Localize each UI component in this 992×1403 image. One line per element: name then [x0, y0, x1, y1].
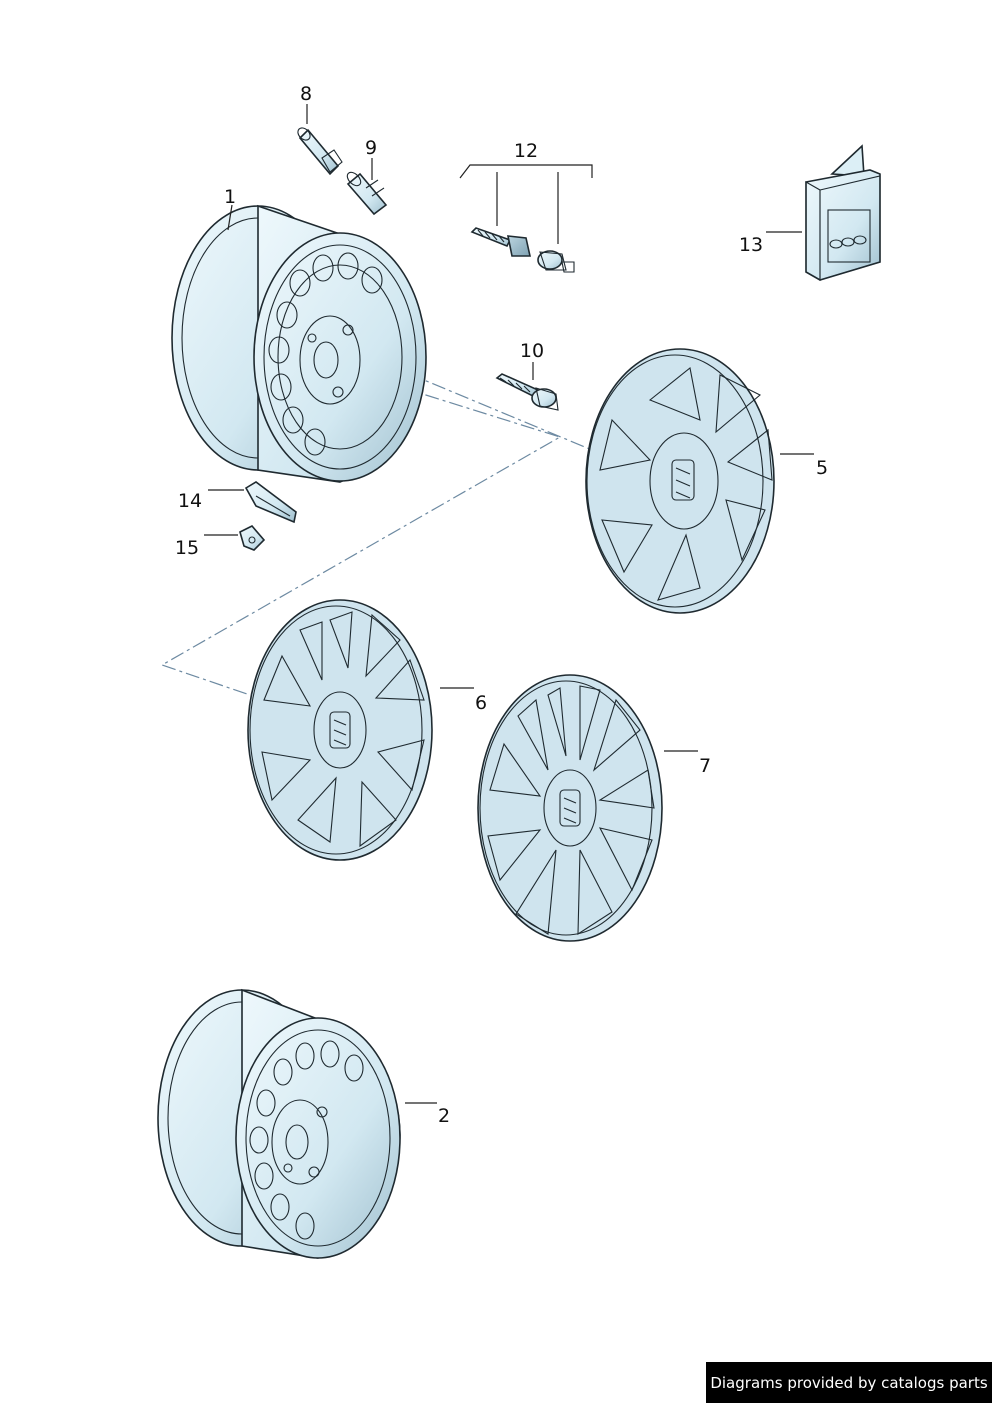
callout-5: 5	[816, 457, 828, 479]
callout-15: 15	[175, 537, 199, 559]
valve-part-8	[297, 127, 343, 176]
callout-1: 1	[224, 186, 236, 208]
callout-6: 6	[475, 692, 487, 714]
hubcap-part-5	[585, 348, 775, 614]
bolt-and-nut-part-12	[470, 227, 575, 273]
clip-weight-part-15	[239, 525, 266, 551]
steel-wheel-part-1	[171, 204, 427, 483]
callout-numbers: 8 9 1 12 13 10 5 14 15 6 7 2	[175, 83, 828, 1127]
callout-14: 14	[178, 490, 202, 512]
steel-wheel-part-2	[157, 988, 401, 1259]
hubcap-part-7	[477, 674, 663, 942]
callout-9: 9	[365, 137, 377, 159]
callout-7: 7	[699, 755, 711, 777]
wheel-bolt-part-10	[495, 373, 559, 411]
callout-8: 8	[300, 83, 312, 105]
valve-cap-part-9	[346, 171, 388, 216]
callout-10: 10	[520, 340, 544, 362]
callout-2: 2	[438, 1105, 450, 1127]
hubcap-part-6	[247, 599, 433, 861]
bolt-set-box-part-13	[805, 144, 881, 281]
footer-credit-banner: Diagrams provided by catalogs parts	[706, 1362, 992, 1403]
callout-13: 13	[739, 234, 763, 256]
leader-lines	[204, 104, 814, 1104]
balance-weight-part-14	[244, 481, 297, 524]
callout-12: 12	[514, 140, 538, 162]
